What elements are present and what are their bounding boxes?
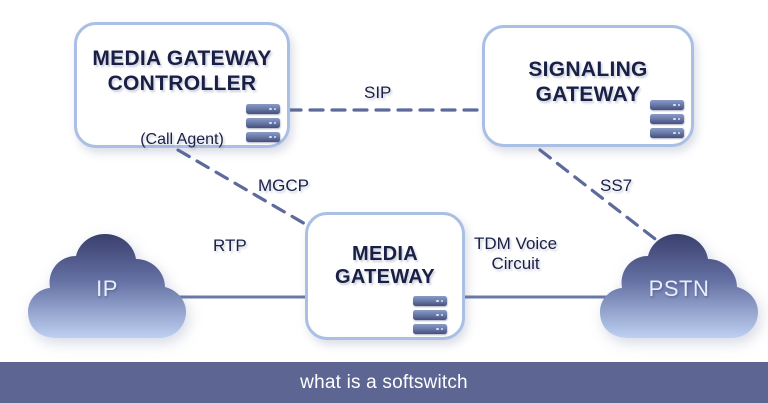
server-bar [413, 296, 447, 306]
node-title-pstn: PSTN [648, 276, 710, 301]
link-label-ss7: SS7 [600, 176, 633, 195]
server-bar [413, 310, 447, 320]
server-stack-icon [246, 104, 280, 142]
link-label-sip: SIP [364, 83, 392, 102]
node-pstn-cloud[interactable]: PSTN [600, 234, 758, 338]
link-label-rtp: RTP [213, 236, 247, 255]
server-bar [650, 114, 684, 124]
caption-text: what is a softswitch [300, 371, 468, 393]
node-ip-cloud[interactable]: IP [28, 234, 186, 338]
server-bar [650, 100, 684, 110]
node-subtitle-call-agent: (Call Agent) [140, 131, 224, 148]
node-title-ip: IP [96, 276, 118, 301]
node-title-signaling-gateway: SIGNALING GATEWAY [528, 58, 648, 106]
server-bar [413, 324, 447, 334]
server-bar [650, 128, 684, 138]
link-label-tdm-voice-circuit: TDM Voice Circuit [474, 234, 558, 274]
server-stack-icon [413, 296, 447, 334]
node-title-media-gateway-controller: MEDIA GATEWAY CONTROLLER [92, 47, 272, 95]
server-stack-icon [650, 100, 684, 138]
server-bar [246, 118, 280, 128]
server-bar [246, 104, 280, 114]
caption-banner: what is a softswitch [0, 362, 768, 403]
link-label-mgcp: MGCP [258, 176, 309, 195]
server-bar [246, 132, 280, 142]
node-title-media-gateway: MEDIA GATEWAY [335, 243, 435, 289]
node-signaling-gateway[interactable]: SIGNALING GATEWAY [482, 25, 694, 147]
